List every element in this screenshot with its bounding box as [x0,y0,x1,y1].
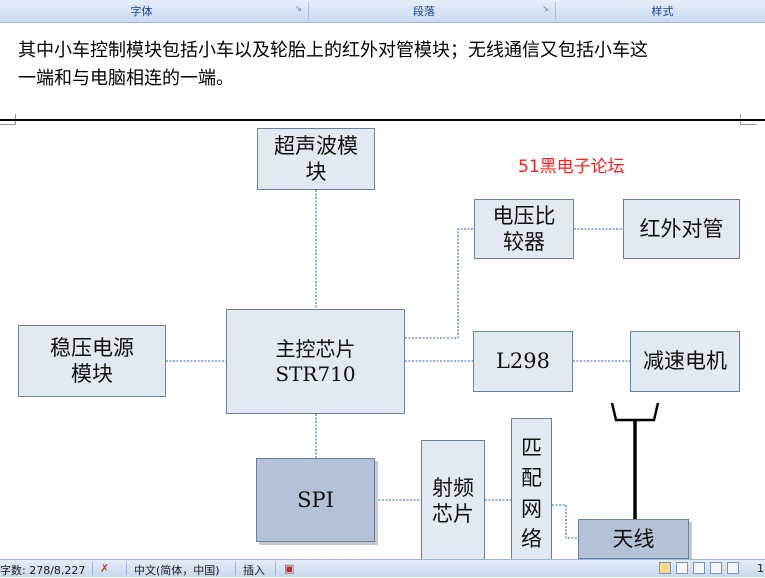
block-voltage-comparator: 电压比较器 [474,199,574,259]
language-status[interactable]: 中文(简体，中国) [134,564,220,577]
ribbon-group-styles-label: 样式 [651,4,674,18]
block-rf-chip: 射频芯片 [421,440,485,562]
block-ultrasonic-label: 超声波模块 [274,133,358,184]
status-divider [92,562,93,575]
proofing-check-icon[interactable]: ✗ [100,562,110,575]
block-spi-label: SPI [297,487,334,512]
block-matching-network-label: 匹配网络 [521,436,542,552]
ribbon-group-styles[interactable]: 样式 [560,0,765,21]
connector-matching-antenna [552,504,578,539]
block-main-chip-model: STR710 [275,361,356,386]
block-regulator: 稳压电源模块 [18,325,166,397]
block-voltage-comparator-label: 电压比较器 [492,203,556,254]
block-antenna-label: 天线 [612,526,655,551]
status-bar: 字数: 278/8,227 ✗ 中文(简体，中国) 插入 ▣ 1 [0,559,765,577]
word-count-status[interactable]: 字数: 278/8,227 [0,564,86,577]
ribbon-separator [555,2,556,20]
ribbon-group-font[interactable]: 字体 [0,0,283,21]
ribbon-bar: 字体 ↘ 段落 ↘ 样式 [0,0,765,23]
status-divider [275,562,276,575]
ribbon-group-paragraph[interactable]: 段落 [312,0,536,21]
block-motor-label: 减速电机 [643,349,727,374]
watermark-text: 51黑电子论坛 [518,157,625,177]
status-divider [235,562,236,575]
print-layout-view-icon[interactable] [659,562,671,574]
antenna-icon [610,402,660,519]
zoom-level-status[interactable]: 1 [757,562,764,575]
page-break-line [0,119,765,121]
block-matching-network: 匹配网络 [511,418,552,564]
block-main-chip: 主控芯片 STR710 [226,309,405,414]
block-l298: L298 [473,331,573,392]
document-paragraph-line-1[interactable]: 其中小车控制模块包括小车以及轮胎上的红外对管模块；无线通信又包括小车这 [18,40,648,61]
block-ultrasonic: 超声波模块 [257,128,375,190]
draft-view-icon[interactable] [727,562,739,574]
block-infrared-label: 红外对管 [639,216,724,241]
block-infrared: 红外对管 [623,199,740,259]
macro-record-icon[interactable]: ▣ [284,562,295,575]
block-regulator-label: 稳压电源模块 [50,335,134,386]
connector-main-comparator [405,228,474,339]
status-divider [126,562,127,575]
block-rf-chip-label: 射频芯片 [432,475,474,526]
block-motor: 减速电机 [630,331,740,392]
ribbon-group-font-label: 字体 [130,4,153,18]
block-spi: SPI [256,458,375,542]
block-l298-label: L298 [495,349,551,374]
document-paragraph-line-2[interactable]: 一端和与电脑相连的一端。 [18,68,234,89]
font-dialog-launcher-icon[interactable]: ↘ [295,4,302,13]
web-layout-icon[interactable] [693,562,705,574]
block-antenna: 天线 [578,519,689,559]
full-screen-reading-icon[interactable] [676,562,688,574]
outline-view-icon[interactable] [710,562,722,574]
ribbon-group-paragraph-label: 段落 [413,4,435,18]
insert-mode-status[interactable]: 插入 [243,564,265,577]
paragraph-dialog-launcher-icon[interactable]: ↘ [542,4,549,13]
ribbon-separator [308,2,309,20]
block-main-chip-label: 主控芯片 [275,336,356,361]
